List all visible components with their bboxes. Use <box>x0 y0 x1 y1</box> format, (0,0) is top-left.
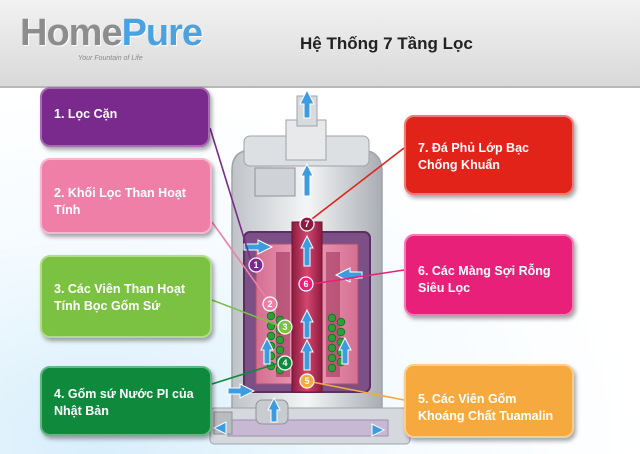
stage-2-callout: 2. Khối Lọc Than Hoạt Tính <box>40 158 212 234</box>
header-bar: HomePure Your Fountain of Life Hệ Thống … <box>0 0 640 88</box>
stage-6-line-2: Siêu Lọc <box>418 281 471 295</box>
stage-2-line-1: 2. Khối Lọc Than Hoạt <box>54 186 186 200</box>
callout-lines <box>209 127 405 401</box>
page-title: Hệ Thống 7 Tầng Lọc <box>300 34 473 53</box>
svg-text:5: 5 <box>304 376 309 386</box>
stage-5-line-2: Khoáng Chất Tuamalin <box>418 409 554 423</box>
stage-4-callout: 4. Gốm sứ Nước PI của Nhật Bản <box>40 366 212 436</box>
stage-7-line-2: Chống Khuẩn <box>418 158 500 172</box>
stage-1-line-1: 1. Lọc Cặn <box>54 107 118 121</box>
marker-6: 6 <box>298 276 314 292</box>
stage-5-line-1: 5. Các Viên Gốm <box>418 392 517 406</box>
svg-text:6: 6 <box>303 279 308 289</box>
stage-3-line-1: 3. Các Viên Than Hoạt <box>54 282 186 296</box>
stage-6-line-1: 6. Các Màng Sợi Rỗng <box>418 264 551 278</box>
stage-1-callout: 1. Lọc Cặn <box>40 87 210 147</box>
stage-5-callout: 5. Các Viên Gốm Khoáng Chất Tuamalin <box>404 364 574 438</box>
stage-3-callout: 3. Các Viên Than Hoạt Tính Bọc Gốm Sứ <box>40 255 212 338</box>
svg-text:3: 3 <box>282 322 287 332</box>
logo-tagline: Your Fountain of Life <box>78 55 143 62</box>
marker-1: 1 <box>248 257 264 273</box>
marker-5: 5 <box>299 373 315 389</box>
svg-text:2: 2 <box>267 299 272 309</box>
stage-markers: 1 2 3 4 5 6 7 <box>248 216 315 389</box>
homepure-logo: HomePure <box>20 12 203 54</box>
stage-3-line-2: Tính Bọc Gốm Sứ <box>54 299 161 313</box>
water-flow-arrows <box>212 88 386 437</box>
stage-2-line-2: Tính <box>54 203 81 217</box>
svg-text:7: 7 <box>304 219 309 229</box>
marker-3: 3 <box>277 319 293 335</box>
svg-text:1: 1 <box>253 260 258 270</box>
marker-2: 2 <box>262 296 278 312</box>
stage-7-callout: 7. Đá Phủ Lớp Bạc Chống Khuẩn <box>404 115 574 195</box>
marker-4: 4 <box>277 355 293 371</box>
marker-7: 7 <box>299 216 315 232</box>
stage-7-line-1: 7. Đá Phủ Lớp Bạc <box>418 141 529 155</box>
stage-6-callout: 6. Các Màng Sợi Rỗng Siêu Lọc <box>404 234 574 316</box>
stage-4-line-2: Nhật Bản <box>54 404 109 418</box>
svg-text:4: 4 <box>282 358 287 368</box>
stage-4-line-1: 4. Gốm sứ Nước PI của <box>54 387 194 401</box>
